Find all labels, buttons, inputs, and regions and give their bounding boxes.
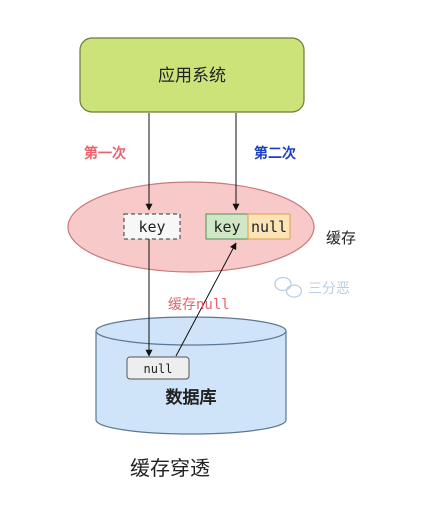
watermark: 三分恶: [274, 276, 350, 298]
cache-label: 缓存: [326, 229, 356, 247]
app-system-label: 应用系统: [158, 66, 226, 86]
cache-ellipse: [67, 181, 315, 273]
database-label: 数据库: [166, 387, 217, 408]
cache-null-arrow: [175, 242, 237, 357]
db-null-text: null: [144, 362, 173, 376]
cache-node: [67, 181, 315, 273]
first-key-box: key: [123, 213, 181, 240]
second-key-null-pair: key null: [205, 213, 291, 240]
app-system-node: 应用系统: [79, 37, 305, 113]
second-null-box: [247, 213, 291, 240]
cache-null-label: 缓存null: [168, 297, 230, 313]
first-request-label: 第一次: [84, 145, 126, 162]
diagram-caption: 缓存穿透: [130, 456, 210, 480]
second-null-text: null: [251, 218, 287, 236]
db-null-record: null: [126, 356, 190, 380]
watermark-text: 三分恶: [308, 281, 350, 297]
wechat-icon: [274, 276, 303, 298]
database-node: 数据库: [95, 316, 287, 435]
second-key-text: key: [213, 218, 240, 236]
database-cylinder-body: [95, 331, 287, 435]
first-key-text: key: [138, 218, 165, 236]
app-system-box: [79, 37, 305, 113]
database-cylinder-top: [95, 316, 287, 346]
second-request-label: 第二次: [254, 145, 296, 162]
